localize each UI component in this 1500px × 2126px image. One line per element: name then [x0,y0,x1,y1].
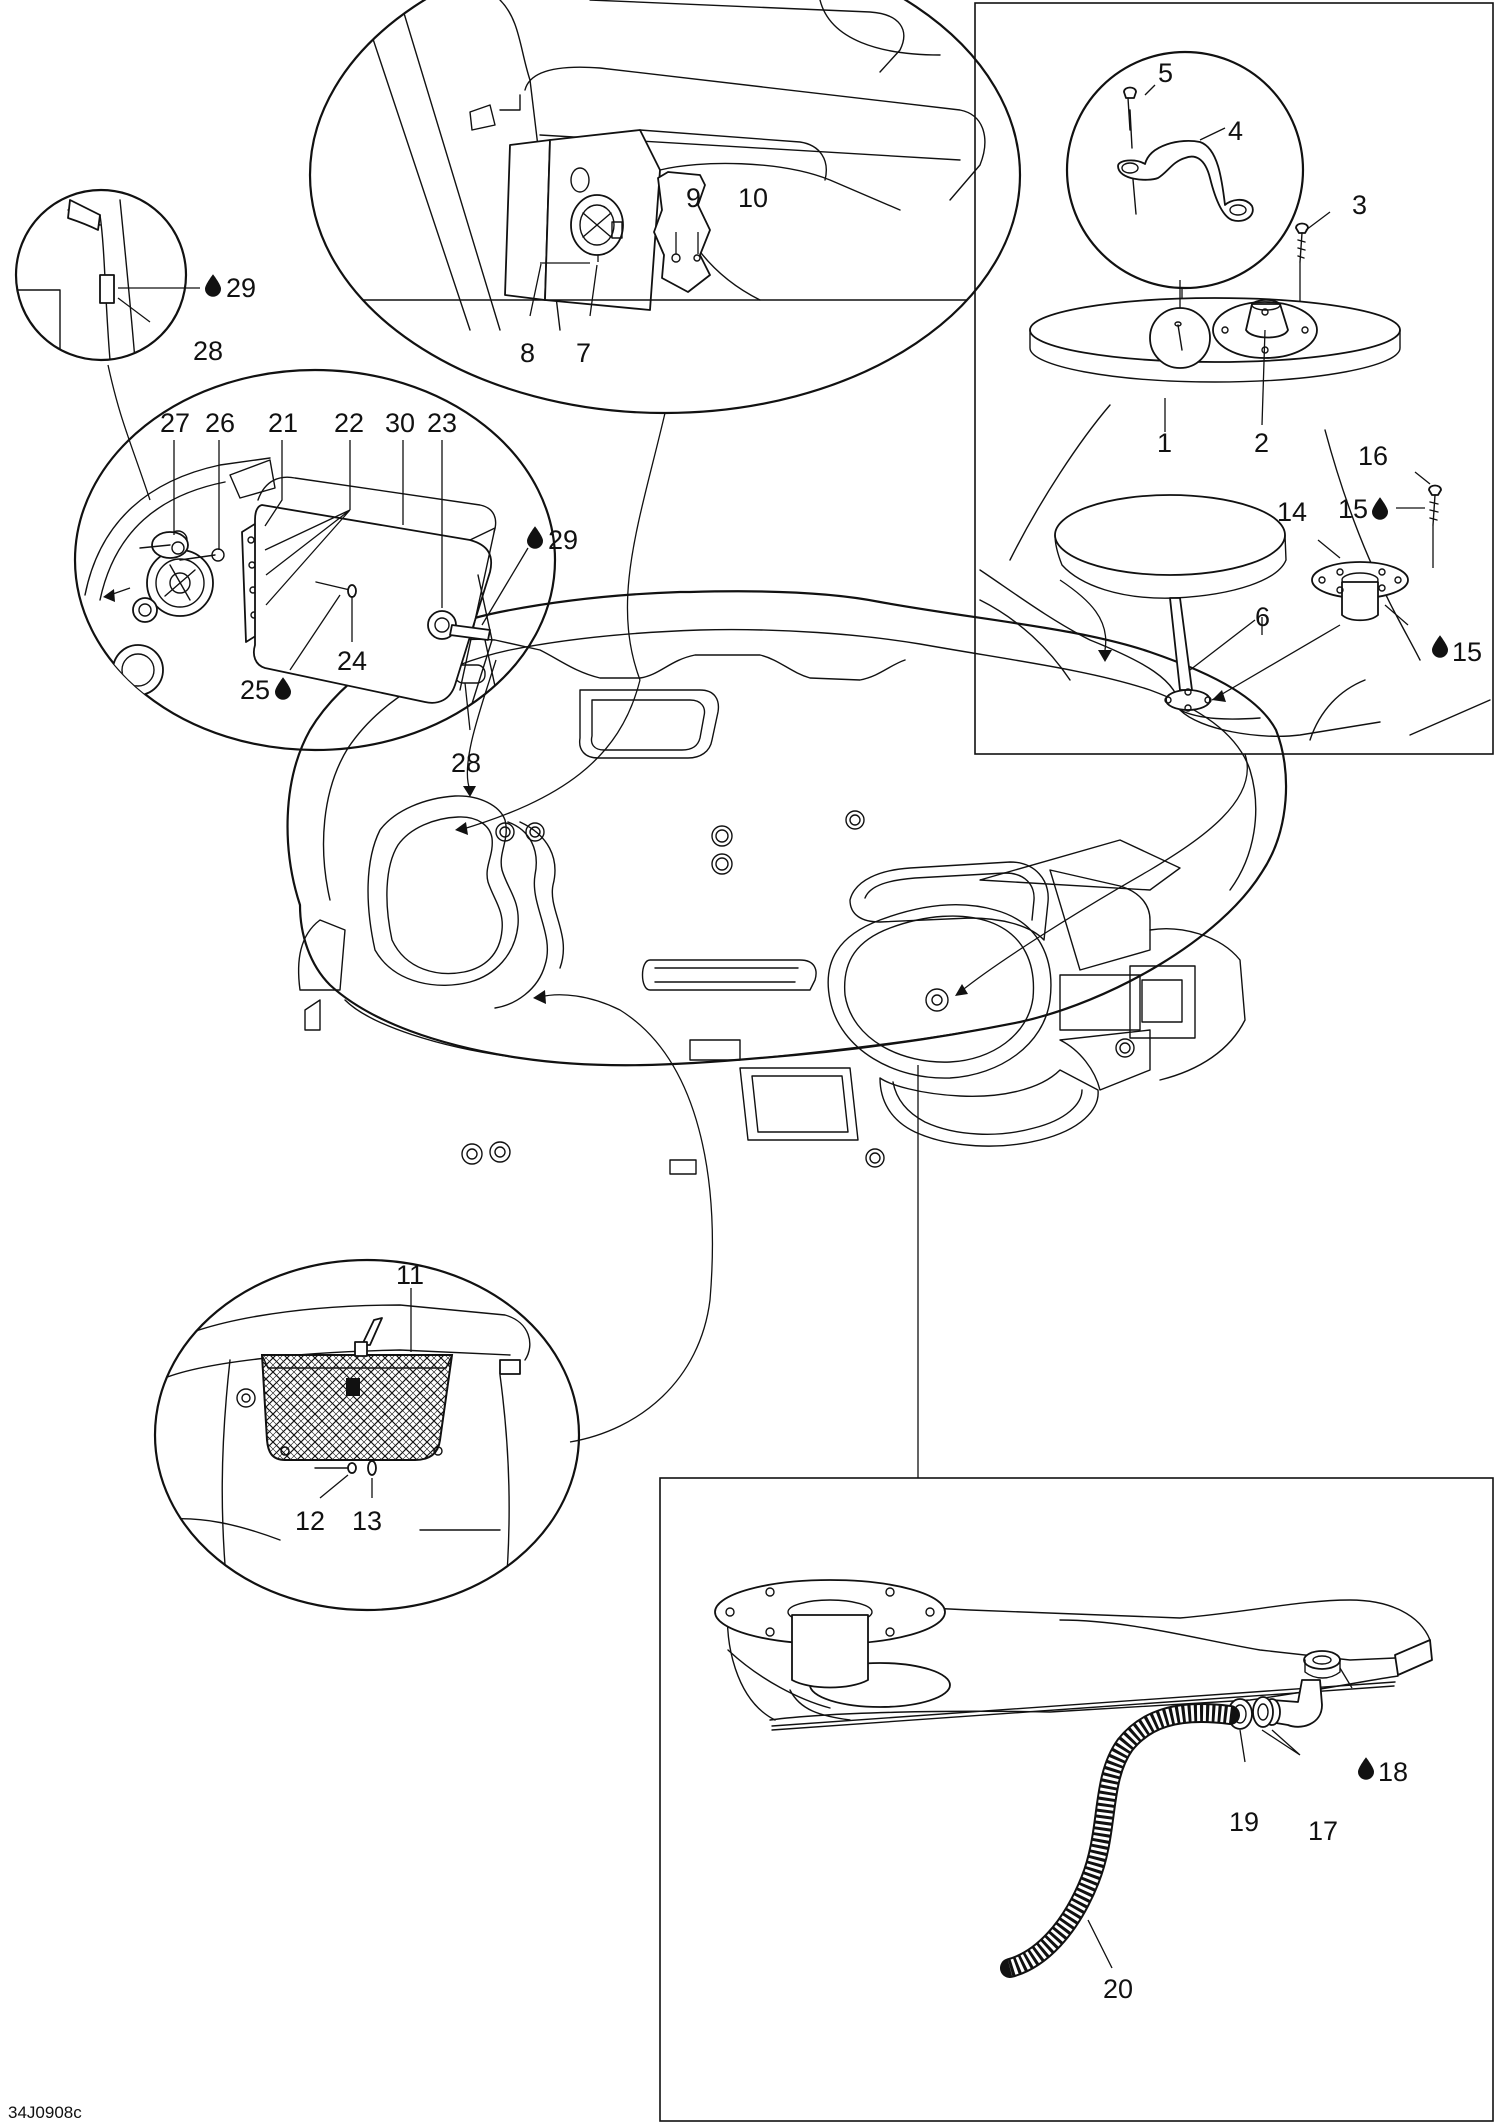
drop-icon [1358,1757,1374,1780]
callout-22: 22 [334,408,364,438]
callout-11: 11 [396,1260,424,1290]
callout-20: 20 [1103,1974,1133,2004]
frame-drain [659,1477,1494,2122]
callout-6: 6 [1255,602,1270,632]
callout-8: 8 [520,338,535,368]
callout-4: 4 [1228,116,1243,146]
callout-13: 13 [352,1506,382,1536]
callout-25: 25 [240,675,270,705]
frame-table [974,2,1494,755]
callout-18: 18 [1378,1757,1408,1787]
drop-icon [1372,497,1388,520]
callout-17: 17 [1308,1816,1338,1846]
deck-overview [286,590,1288,1175]
callout-27: 27 [160,408,190,438]
drop-icon [1432,635,1448,658]
connector-lines [103,364,1248,1478]
callout-12: 12 [295,1506,325,1536]
callout-28a: 28 [193,336,223,366]
drop-icon [527,526,543,549]
callout-15b: 15 [1452,637,1482,667]
callout-2: 2 [1254,428,1269,458]
callout-29b: 29 [548,525,578,555]
callout-16: 16 [1358,441,1388,471]
detail-storage-lid [73,368,557,752]
callout-3: 3 [1352,190,1367,220]
callout-24: 24 [337,646,367,676]
callout-1: 1 [1157,428,1172,458]
callout-7: 7 [576,338,591,368]
drawing-code: 34J0908c [8,2103,82,2122]
drop-icon [275,677,291,700]
callout-9: 9 [686,183,701,213]
callout-29a: 29 [226,273,256,303]
detail-drain-tab [14,188,200,362]
callout-23: 23 [427,408,457,438]
callout-26: 26 [205,408,235,438]
callout-19: 19 [1229,1807,1259,1837]
callout-21: 21 [268,408,298,438]
detail-latch [309,0,1021,415]
callout-10: 10 [738,183,768,213]
callout-14: 14 [1277,497,1307,527]
callout-30: 30 [385,408,415,438]
drop-icon [205,274,221,297]
callout-5: 5 [1158,58,1173,88]
callout-28b: 28 [451,748,481,778]
callout-15a: 15 [1338,494,1368,524]
detail-net-pocket [153,1258,581,1612]
callout-labels: 1 2 3 4 5 6 7 8 9 10 11 12 13 14 15 15 1… [8,58,1482,2122]
